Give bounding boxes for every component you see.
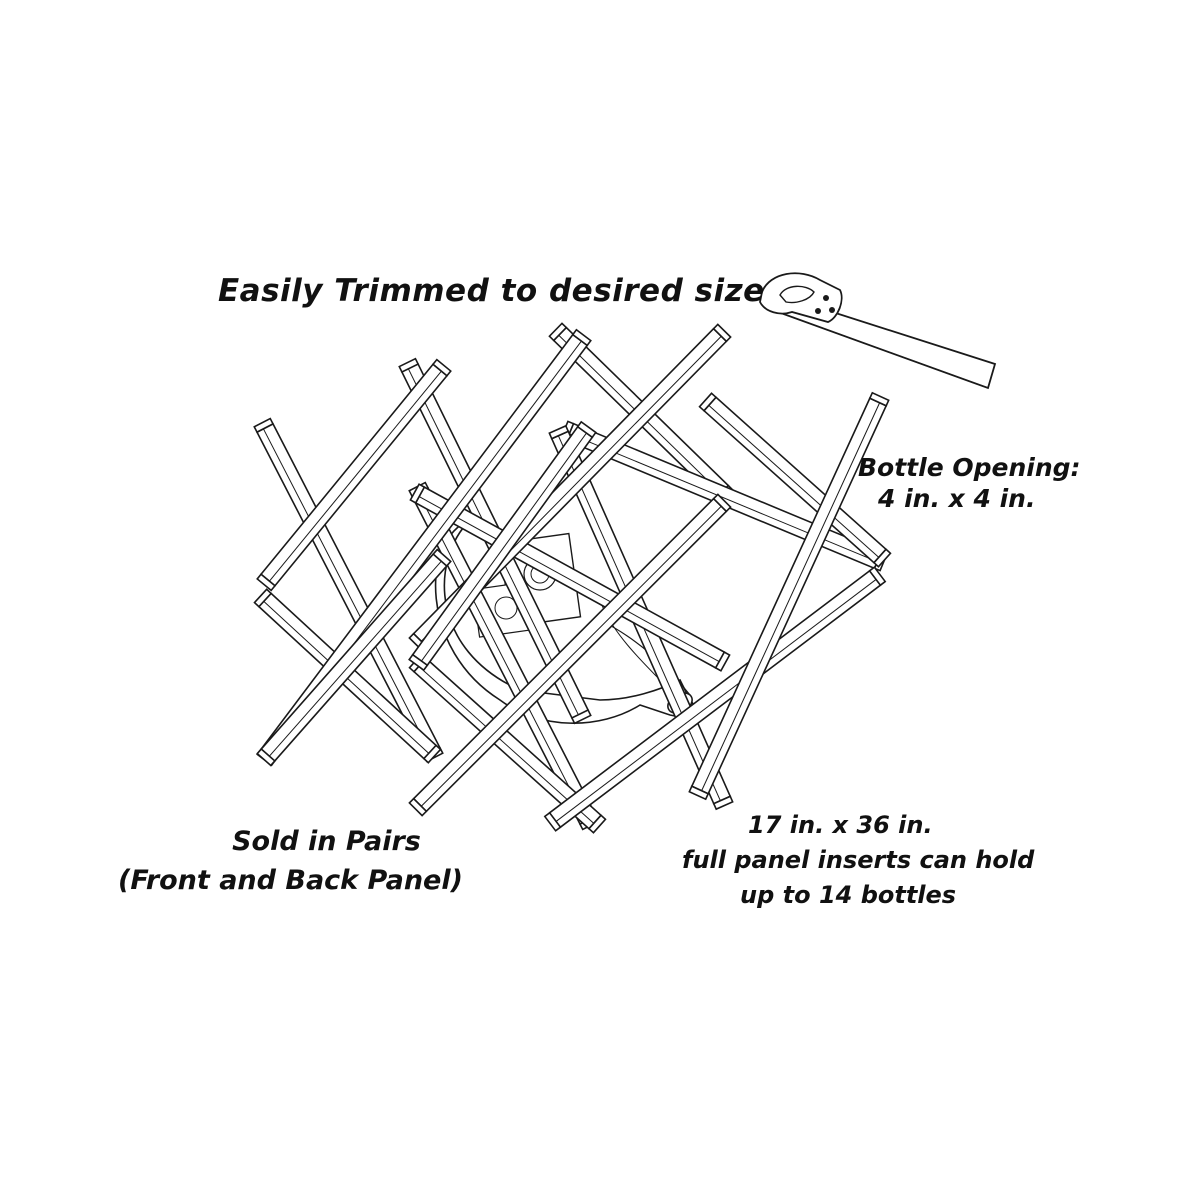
lattice-stick-end bbox=[253, 588, 273, 608]
lattice-stick-end bbox=[398, 357, 420, 374]
lattice-stick-end bbox=[714, 651, 731, 672]
lattice-stick bbox=[688, 391, 890, 801]
lattice-stick-end bbox=[688, 785, 710, 801]
lattice-stick-end bbox=[712, 323, 732, 343]
lattice-stick-end bbox=[408, 797, 428, 817]
lattice-stick-end bbox=[698, 392, 718, 412]
lattice-stick-edge bbox=[417, 492, 587, 822]
hand-saw-icon bbox=[759, 272, 997, 390]
lattice-stick-edge bbox=[569, 433, 878, 563]
lattice-stick-edge bbox=[420, 505, 722, 807]
lattice-stick-end bbox=[576, 420, 597, 439]
bottle-opening-caption: Bottle Opening: 4 in. x 4 in. bbox=[858, 452, 1081, 515]
lattice-stick-edge bbox=[555, 579, 877, 822]
lattice-stick-end bbox=[868, 566, 887, 587]
lattice-stick bbox=[256, 358, 452, 592]
lattice-stick bbox=[256, 548, 452, 767]
lattice-stick-end bbox=[712, 493, 732, 513]
bottle-opening-size: 4 in. x 4 in. bbox=[878, 484, 1036, 514]
lattice-stick-end bbox=[408, 653, 429, 672]
lattice-stick bbox=[409, 483, 731, 672]
panel-size-capacity-line1: full panel inserts can hold bbox=[682, 845, 1035, 874]
lattice-stick-edge bbox=[262, 428, 431, 754]
lattice-stick bbox=[408, 493, 732, 817]
lattice-panel bbox=[253, 322, 892, 834]
lattice-stick-end bbox=[256, 747, 276, 767]
lattice-stick-end bbox=[712, 795, 734, 811]
lattice-stick-end bbox=[432, 548, 452, 568]
lattice-stick-end bbox=[431, 358, 452, 377]
lattice-stick bbox=[408, 420, 597, 672]
lattice-stick-end bbox=[868, 391, 890, 407]
lattice-stick-end bbox=[256, 573, 277, 592]
panel-size-capacity-line2: up to 14 bottles bbox=[740, 880, 957, 909]
lattice-stick-edge bbox=[708, 404, 880, 558]
trim-caption: Easily Trimmed to desired size bbox=[218, 272, 765, 311]
lattice-stick-edge bbox=[421, 432, 587, 662]
lattice-stick-edge bbox=[418, 665, 595, 824]
lattice-stick-end bbox=[409, 483, 426, 504]
lattice-stick-edge bbox=[701, 402, 881, 791]
lattice-stick-end bbox=[253, 417, 275, 434]
lattice-stick-edge bbox=[269, 370, 442, 582]
panel-size-dimensions: 17 in. x 36 in. bbox=[748, 811, 933, 839]
lattice-stick-edge bbox=[268, 560, 442, 757]
lattice-stick-end bbox=[548, 322, 568, 342]
lattice-stick-end bbox=[872, 548, 892, 568]
sold-in-pairs-detail: (Front and Back Panel) bbox=[118, 865, 463, 897]
lattice-stick bbox=[543, 566, 887, 832]
sold-in-pairs-caption: Sold in Pairs (Front and Back Panel) bbox=[118, 822, 463, 900]
trim-caption-text: Easily Trimmed to desired size bbox=[218, 273, 765, 309]
lattice-stick-end bbox=[548, 424, 570, 440]
bottle-opening-title: Bottle Opening: bbox=[858, 453, 1081, 482]
lattice-stick-edge bbox=[418, 496, 720, 663]
sold-in-pairs-title: Sold in Pairs bbox=[232, 826, 421, 857]
lattice-stick-end bbox=[422, 744, 442, 764]
lattice-stick-end bbox=[543, 811, 562, 832]
lattice-stick-end bbox=[587, 814, 607, 834]
lattice-stick-end bbox=[570, 708, 592, 725]
lattice-stick-end bbox=[571, 328, 592, 347]
panel-size-caption: 17 in. x 36 in. full panel inserts can h… bbox=[682, 808, 1034, 912]
